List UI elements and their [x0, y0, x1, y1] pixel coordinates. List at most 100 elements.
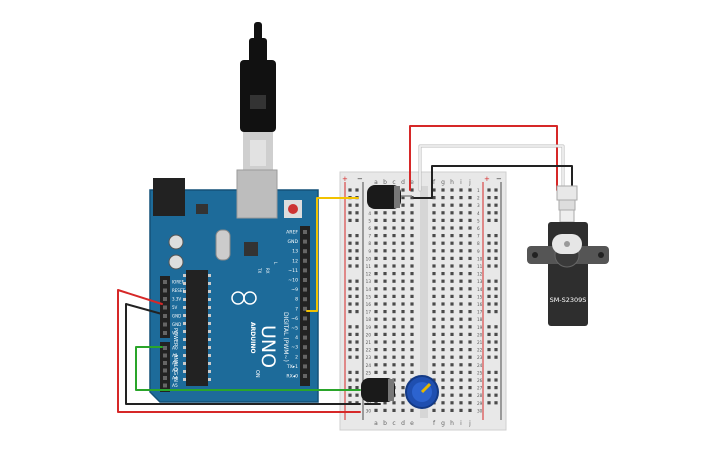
wire-black-gnd [125, 303, 361, 405]
servo-motor: SM-S2309S [527, 185, 609, 326]
row-number: 12 [366, 272, 372, 277]
atmega-chip [186, 270, 208, 386]
brand-label: ARDUINO [249, 322, 256, 353]
row-number: 16 [366, 302, 372, 307]
column-letter: e [410, 179, 414, 186]
digital-pin-label: ~5 [291, 326, 298, 332]
capacitor-bottom [361, 378, 395, 402]
row-number: 7 [477, 234, 480, 239]
column-letter: c [392, 420, 395, 427]
row-number: 25 [477, 370, 483, 375]
row-number: 15 [477, 294, 483, 299]
row-number: 2 [477, 196, 480, 201]
digital-pin-label: ~10 [288, 278, 298, 284]
row-number: 30 [366, 408, 372, 413]
on-label: ON [254, 370, 260, 378]
row-number: 26 [477, 378, 483, 383]
row-number: 8 [368, 241, 371, 246]
row-number: 1 [477, 188, 480, 193]
reset-button[interactable] [288, 204, 298, 214]
row-number: 14 [366, 287, 372, 292]
row-number: 10 [477, 256, 483, 261]
digital-pin-label: 12 [292, 258, 298, 264]
row-number: 4 [368, 211, 371, 216]
digital-pin-label: 2 [295, 354, 298, 360]
rail-minus-label: − [357, 175, 363, 183]
row-number: 8 [477, 241, 480, 246]
row-number: 5 [477, 218, 480, 223]
row-number: 22 [477, 348, 483, 353]
power-pin-label: 3.3V [172, 297, 181, 302]
row-number: 24 [366, 363, 372, 368]
row-number: 27 [477, 386, 483, 391]
analog-pin-label: A1 [172, 353, 178, 359]
row-number: 19 [477, 325, 483, 330]
potentiometer[interactable] [405, 375, 439, 409]
row-number: 18 [366, 317, 372, 322]
model-label: UNO [257, 325, 279, 368]
row-number: 12 [477, 272, 483, 277]
digital-pin-label: AREF [286, 230, 298, 236]
row-number: 15 [366, 294, 372, 299]
row-number: 3 [477, 203, 480, 208]
digital-pin-label: 8 [295, 297, 298, 303]
row-number: 4 [477, 211, 480, 216]
wires [117, 125, 573, 413]
column-letter: d [401, 420, 405, 427]
usb-port [236, 169, 278, 219]
row-number: 13 [366, 279, 372, 284]
power-pin-label: RESET [172, 288, 185, 293]
column-letter: g [441, 179, 445, 186]
row-number: 23 [477, 355, 483, 360]
row-number: 22 [366, 348, 372, 353]
column-letter: e [410, 420, 414, 427]
row-number: 21 [477, 340, 483, 345]
digital-pin-label: TX▸1 [286, 364, 298, 370]
column-letter: j [468, 179, 471, 186]
column-letter: h [450, 420, 454, 427]
column-letter: i [460, 420, 462, 427]
digital-pin-label: RX◂0 [286, 374, 298, 380]
row-number: 28 [477, 393, 483, 398]
row-number: 17 [366, 310, 372, 315]
rx-label: RX [265, 268, 270, 274]
power-pin-label: 5V [172, 305, 178, 310]
power-pin-label: GND [172, 314, 181, 319]
row-number: 16 [477, 302, 483, 307]
power-pin-label: GND [172, 322, 181, 327]
digital-pin-label: ~9 [291, 287, 298, 293]
wire-green-a0 [135, 346, 361, 391]
row-number: 9 [477, 249, 480, 254]
row-number: 6 [368, 226, 371, 231]
digital-pin-label: ~6 [291, 316, 298, 322]
rail-minus-label-right: − [496, 175, 502, 183]
analog-pin-label: A0 [172, 346, 178, 352]
column-letter: j [468, 420, 471, 427]
column-letter: f [433, 179, 436, 186]
row-number: 29 [477, 401, 483, 406]
rail-plus-label: + [342, 175, 348, 183]
row-number: 14 [477, 287, 483, 292]
row-number: 5 [368, 218, 371, 223]
wire-white-servo-signal [419, 145, 564, 191]
row-number: 21 [366, 340, 372, 345]
row-number: 7 [368, 234, 371, 239]
column-letter: a [374, 420, 378, 427]
power-pin-label: IOREF [172, 280, 185, 285]
analog-pin-label: A4 [172, 376, 178, 382]
row-number: 9 [368, 249, 371, 254]
servo-label: SM-S2309S [550, 296, 587, 304]
tx-label: TX [257, 267, 262, 273]
column-letter: h [450, 179, 454, 186]
arduino-uno-board: AREFGND1312~11~10~987~6~54~32TX▸1RX◂0IOR… [149, 169, 319, 403]
wire-red-5v [117, 289, 361, 413]
digital-pin-label: 7 [295, 306, 298, 312]
analog-header [160, 342, 170, 392]
power-pin-label: Vin [172, 331, 179, 336]
row-number: 13 [477, 279, 483, 284]
analog-pin-label: A5 [172, 383, 178, 389]
column-letter: d [401, 179, 405, 186]
digital-header [300, 226, 310, 386]
